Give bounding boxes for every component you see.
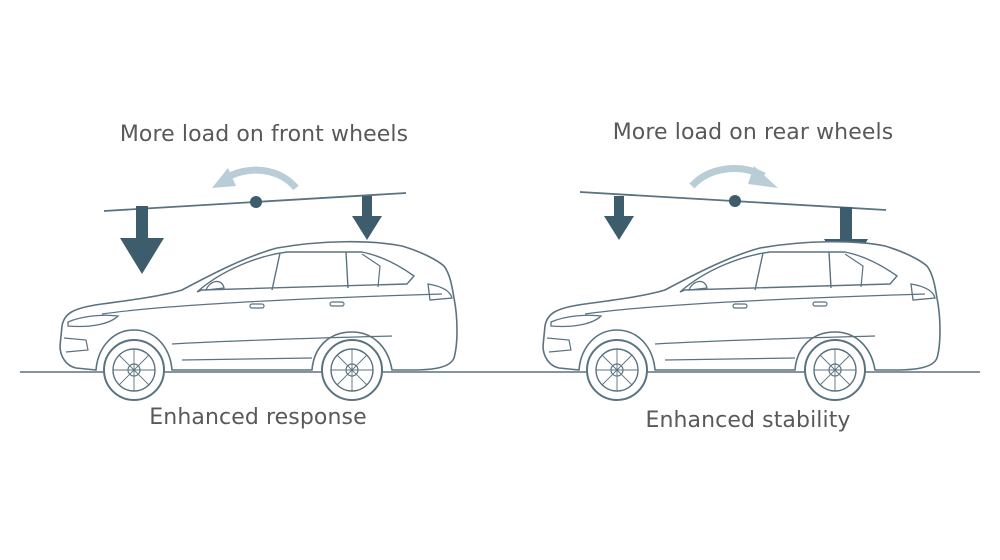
pivot-icon bbox=[729, 195, 741, 207]
right-lever bbox=[579, 191, 887, 211]
front-load-result: Enhanced response bbox=[149, 405, 367, 430]
curved-arrow-icon bbox=[689, 165, 778, 189]
down-arrow-icon bbox=[120, 206, 164, 274]
down-arrow-icon bbox=[604, 196, 634, 240]
pivot-icon bbox=[250, 196, 262, 208]
front-load-caption: More load on front wheels bbox=[119, 122, 409, 147]
car-icon bbox=[59, 240, 458, 401]
left-lever bbox=[103, 192, 407, 212]
rear-load-caption: More load on rear wheels bbox=[612, 120, 894, 145]
curved-arrow-icon bbox=[212, 166, 299, 191]
rear-load-result: Enhanced stability bbox=[645, 408, 851, 433]
car-icon bbox=[542, 240, 941, 401]
down-arrow-icon bbox=[352, 196, 382, 240]
